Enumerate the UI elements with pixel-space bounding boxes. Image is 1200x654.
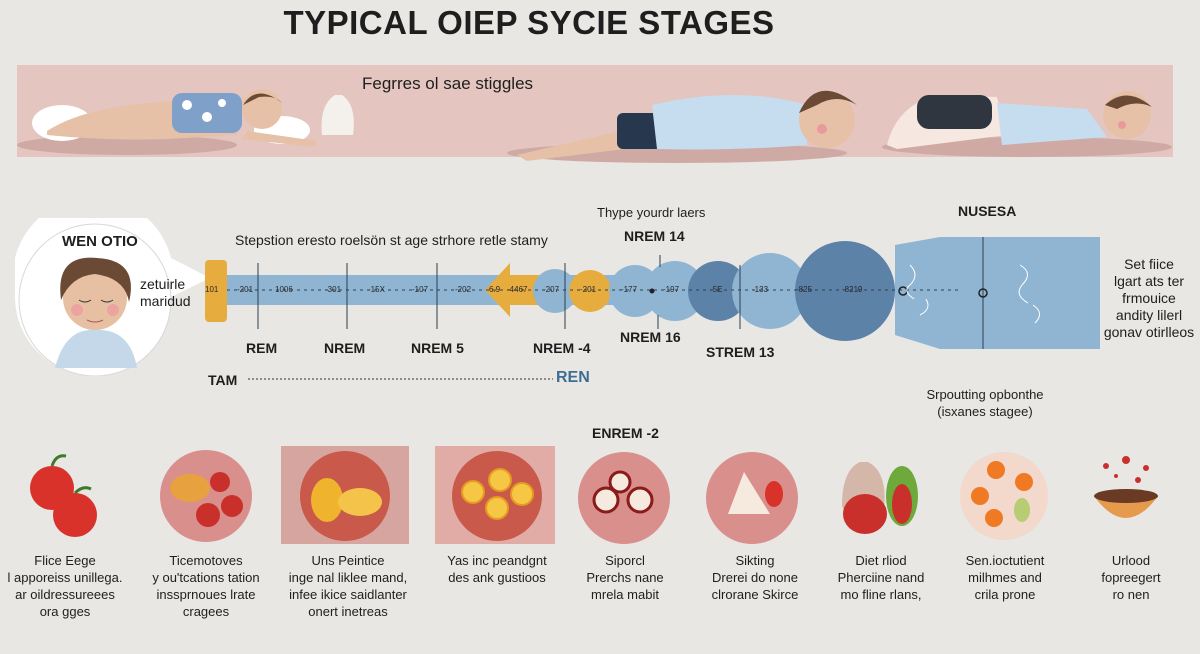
food-caption-2-line-1: Ticemotoves bbox=[169, 553, 243, 568]
food-caption-7-line-2: Pherciine nand bbox=[837, 570, 925, 585]
food-caption-8-line-3: crila prone bbox=[974, 587, 1036, 602]
stage-label-rem: REM bbox=[246, 340, 278, 356]
food-caption-9-line-1: Urlood bbox=[1111, 553, 1151, 568]
right-panel-heading: NUSESA bbox=[958, 203, 1017, 219]
food-caption-1-line-4: ora gges bbox=[39, 604, 91, 619]
food-caption-4-line-1: Yas inc peandgnt bbox=[447, 553, 547, 568]
tl-num: -201 bbox=[580, 285, 597, 294]
tam-label: TAM bbox=[208, 372, 238, 388]
tl-num: -201 bbox=[237, 285, 254, 294]
tl-num: 6.9 bbox=[489, 285, 501, 294]
food-caption-3-line-2: inge nal liklee mand, bbox=[288, 570, 408, 585]
right-side-text-1: Set fiice bbox=[1124, 256, 1174, 272]
tl-num: -825 bbox=[796, 285, 813, 294]
food-caption-3-line-4: onert inetreas bbox=[308, 604, 388, 619]
tl-num: -107 bbox=[412, 285, 429, 294]
food-icons-row bbox=[30, 446, 1158, 544]
food-caption-5-line-2: Prerchs nane bbox=[586, 570, 664, 585]
tl-num: -4467 bbox=[507, 285, 528, 294]
tl-num: -207 bbox=[543, 285, 560, 294]
stage-label-nrem5: NREM 5 bbox=[411, 340, 464, 356]
food-caption-9-line-3: ro nen bbox=[1112, 587, 1150, 602]
food-caption-1-line-3: ar oildressureees bbox=[15, 587, 115, 602]
tl-num: -5E bbox=[710, 285, 723, 294]
portrait-callout-2: maridud bbox=[140, 293, 191, 309]
right-side-text-4: andity lilerl bbox=[1115, 307, 1183, 323]
food-caption-7-line-3: mo fline rlans, bbox=[840, 587, 922, 602]
food-caption-1-line-2: l apporeiss unillega. bbox=[7, 570, 123, 585]
tl-num: -177 bbox=[621, 285, 638, 294]
tl-num: -197 bbox=[663, 285, 680, 294]
food-caption-2-line-3: inssprnoues lrate bbox=[156, 587, 256, 602]
page-title: TYPICAL OIEP SYCIE STAGES bbox=[283, 4, 775, 41]
tl-num: -301 bbox=[325, 285, 342, 294]
stage-label-nrem14: NREM 14 bbox=[624, 228, 685, 244]
apple-icon bbox=[30, 454, 97, 537]
right-side-text-2: lgart ats ter bbox=[1113, 273, 1185, 289]
food-caption-6-line-3: clrorane Skirce bbox=[711, 587, 799, 602]
tl-num: -8219 bbox=[842, 285, 863, 294]
food-caption-8-line-1: Sen.ioctutient bbox=[965, 553, 1045, 568]
food-caption-2-line-4: cragees bbox=[182, 604, 230, 619]
right-bottom-text-1: Srpoutting opbonthe bbox=[926, 387, 1044, 402]
tam-dotted-line bbox=[248, 378, 553, 380]
portrait-callout-1: zetuirle bbox=[140, 276, 186, 292]
portrait-heading: WEN OTIO bbox=[62, 233, 138, 250]
tl-num: 1006 bbox=[275, 285, 293, 294]
timeline-heading: Stepstion eresto roelsön st age strhore … bbox=[235, 232, 548, 248]
food-caption-1-line-1: Flice Eege bbox=[34, 553, 96, 568]
timeline-top-label: Thype yourdr laers bbox=[597, 205, 706, 220]
stage-label-nrem4: NREM -4 bbox=[533, 340, 591, 356]
rem-badge: REN bbox=[556, 369, 590, 386]
right-bottom-text-2: (isxanes stagee) bbox=[937, 404, 1033, 419]
banner-text: Fegrres ol sae stiggles bbox=[362, 74, 534, 93]
food-caption-3-line-1: Uns Peintice bbox=[311, 553, 385, 568]
food-caption-8-line-2: milhmes and bbox=[968, 570, 1042, 585]
right-side-text-5: gonav otirlleos bbox=[1103, 324, 1195, 340]
food-caption-4-line-2: des ank gustioos bbox=[448, 570, 546, 585]
food-caption-7-line-1: Diet rliod bbox=[855, 553, 907, 568]
sleep-timeline bbox=[205, 237, 1100, 349]
right-side-text-3: frmouice bbox=[1122, 290, 1176, 306]
sleeping-figures-illustration bbox=[17, 89, 1172, 163]
portrait-illustration bbox=[15, 218, 210, 376]
food-caption-5-line-3: mrela mabit bbox=[591, 587, 659, 602]
stage-label-nrem16: NREM 16 bbox=[620, 329, 681, 345]
tl-num: -202 bbox=[455, 285, 472, 294]
food-caption-6-line-2: Drerei do none bbox=[712, 570, 798, 585]
food-caption-6-line-1: Sikting bbox=[735, 553, 775, 568]
food-caption-2-line-2: y ou'tcations tation bbox=[152, 570, 260, 585]
stage-label-strem13: STREM 13 bbox=[706, 344, 775, 360]
food-caption-3-line-3: infee ikice saidlanter bbox=[289, 587, 407, 602]
stage-label-nrem: NREM bbox=[324, 340, 366, 356]
tl-num: 101 bbox=[205, 285, 219, 294]
food-caption-9-line-2: fopreegert bbox=[1101, 570, 1161, 585]
food-caption-5-line-1: Siporcl bbox=[605, 553, 645, 568]
section-label-enrem2: ENREM -2 bbox=[592, 425, 659, 441]
tl-num: -15X bbox=[368, 285, 385, 294]
tl-num: -133 bbox=[752, 285, 769, 294]
